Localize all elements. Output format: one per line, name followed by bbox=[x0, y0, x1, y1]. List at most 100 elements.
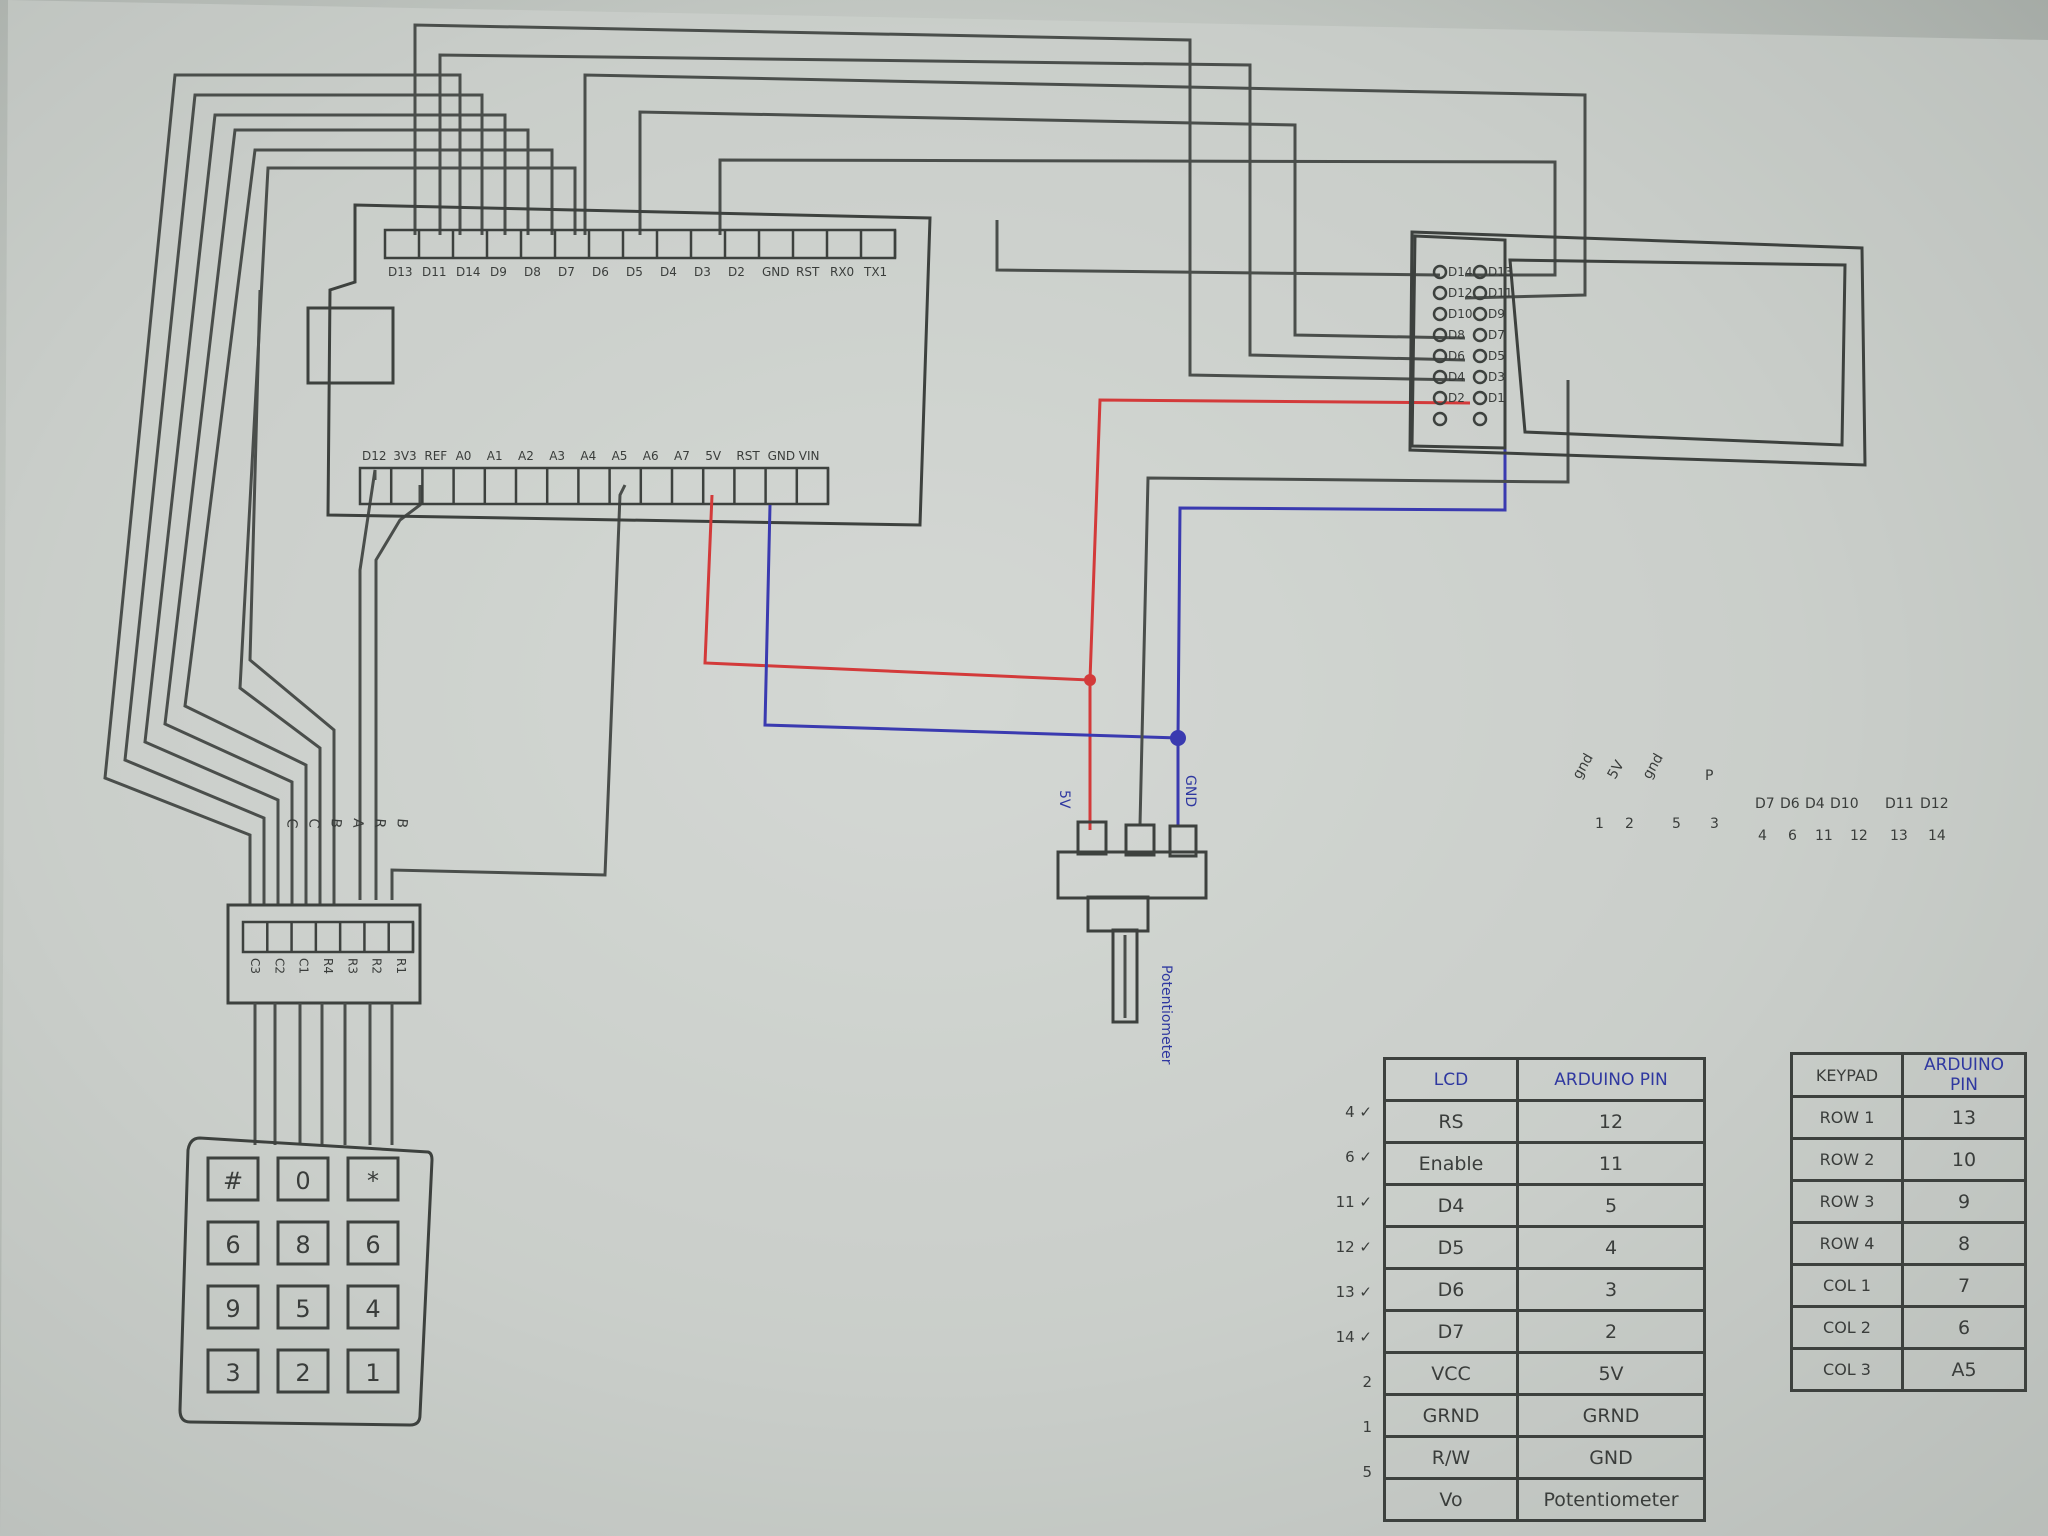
bottom-pin-label: 3V3 bbox=[393, 449, 416, 463]
top-pin-label: D7 bbox=[558, 265, 575, 279]
potentiometer-label: Potentiometer bbox=[1158, 965, 1174, 1065]
lcd-pin-label: D13 bbox=[1488, 265, 1513, 279]
top-pin-label: D2 bbox=[728, 265, 745, 279]
legend-signal: D7 bbox=[1755, 796, 1775, 812]
lcd-pin bbox=[1472, 348, 1488, 364]
keypad-key-outline bbox=[206, 1156, 260, 1202]
bottom-pin-label: A1 bbox=[487, 449, 503, 463]
keypad-key-label: 4 bbox=[365, 1295, 380, 1323]
bottom-pin-label: A0 bbox=[456, 449, 472, 463]
lcd-signal-cell: GRND bbox=[1383, 1393, 1519, 1438]
top-pin-label: D6 bbox=[592, 265, 609, 279]
arduino-pin-cell: Potentiometer bbox=[1516, 1477, 1706, 1522]
lcd-pin bbox=[1472, 327, 1488, 343]
keypad-key: # bbox=[206, 1156, 260, 1202]
keypad-conn-label: R1 bbox=[394, 958, 408, 974]
keypad-line-cell: COL 3 bbox=[1790, 1347, 1904, 1392]
keypad-key-outline bbox=[276, 1220, 330, 1266]
lcd-pin bbox=[1432, 306, 1448, 322]
5v-label: 5V bbox=[1056, 790, 1072, 809]
keypad-key-label: 5 bbox=[295, 1295, 310, 1323]
keypad-key-outline bbox=[346, 1348, 400, 1394]
bottom-pin-label: RST bbox=[736, 449, 760, 463]
keypad-arduino-pin-cell: 7 bbox=[1901, 1263, 2027, 1308]
top-pin-label: D8 bbox=[524, 265, 541, 279]
keypad-key-outline bbox=[206, 1220, 260, 1266]
lcd-data-wires bbox=[413, 23, 1587, 382]
keypad-conn-label: R3 bbox=[345, 958, 359, 974]
keypad-ribbon bbox=[253, 1003, 394, 1145]
legend-pin-number: 11 bbox=[1815, 828, 1833, 844]
arduino-pin-cell: 12 bbox=[1516, 1099, 1706, 1144]
legend-pin-number: 1 bbox=[1595, 816, 1604, 832]
keypad-wire-label: C bbox=[283, 818, 300, 829]
lcd-signal-cell: D6 bbox=[1383, 1267, 1519, 1312]
arduino-pin-cell: 11 bbox=[1516, 1141, 1706, 1186]
legend-signal: D6 bbox=[1780, 796, 1800, 812]
top-pin-label: D4 bbox=[660, 265, 677, 279]
keypad-key-label: 6 bbox=[225, 1231, 240, 1259]
keypad-key-label: 0 bbox=[295, 1167, 310, 1195]
legend-pin-number: 2 bbox=[1625, 816, 1634, 832]
keypad-key-outline bbox=[276, 1284, 330, 1330]
keypad-wire-label: B bbox=[393, 818, 410, 829]
keypad-key: 2 bbox=[276, 1348, 330, 1394]
lcd-pin-label: D12 bbox=[1448, 286, 1473, 300]
keypad-conn-label: C3 bbox=[248, 958, 262, 974]
top-pin-label: TX1 bbox=[863, 265, 887, 279]
lcd-pin-label: D3 bbox=[1488, 370, 1505, 384]
lcd-col-header: LCD bbox=[1383, 1057, 1519, 1102]
arduino-pin-cell: 5V bbox=[1516, 1351, 1706, 1396]
top-pin-label: D14 bbox=[456, 265, 481, 279]
legend-signal: D11 bbox=[1885, 796, 1914, 812]
arduino-pin-cell: GND bbox=[1516, 1435, 1706, 1480]
keypad-key: 0 bbox=[276, 1156, 330, 1202]
keypad-key-outline bbox=[346, 1220, 400, 1266]
top-pin-label: GND bbox=[762, 265, 790, 279]
potentiometer bbox=[1056, 820, 1208, 1024]
keypad-conn-label: R4 bbox=[321, 958, 335, 974]
legend-pin-number: 12 bbox=[1850, 828, 1868, 844]
top-pin-label: D3 bbox=[694, 265, 711, 279]
top-pin-label: D11 bbox=[422, 265, 447, 279]
legend-pin-number: 14 bbox=[1928, 828, 1946, 844]
lcd-pin bbox=[1472, 285, 1488, 301]
lcd-margin-note: 6 ✓ bbox=[1345, 1148, 1372, 1166]
bottom-pin-label: VIN bbox=[799, 449, 820, 463]
lcd-pin-label: D14 bbox=[1448, 265, 1473, 279]
keypad-key-label: 2 bbox=[295, 1359, 310, 1387]
lcd-signal-cell: D5 bbox=[1383, 1225, 1519, 1270]
lcd-pin bbox=[1472, 390, 1488, 406]
keypad-arduino-pin-cell: 10 bbox=[1901, 1137, 2027, 1182]
lcd-pin bbox=[1472, 306, 1488, 322]
lcd-margin-note: 11 ✓ bbox=[1335, 1193, 1372, 1211]
keypad-arduino-pin-cell: 8 bbox=[1901, 1221, 2027, 1266]
arduino-pin-cell: 4 bbox=[1516, 1225, 1706, 1270]
keypad-key: * bbox=[346, 1156, 400, 1202]
keypad-key-label: 6 bbox=[365, 1231, 380, 1259]
legend-pin-number: 13 bbox=[1890, 828, 1908, 844]
keypad-key: 9 bbox=[206, 1284, 260, 1330]
keypad-wire-label: R bbox=[371, 818, 388, 829]
arduino-pin-cell: 2 bbox=[1516, 1309, 1706, 1354]
legend-pin-number: 6 bbox=[1788, 828, 1797, 844]
keypad-key: 3 bbox=[206, 1348, 260, 1394]
